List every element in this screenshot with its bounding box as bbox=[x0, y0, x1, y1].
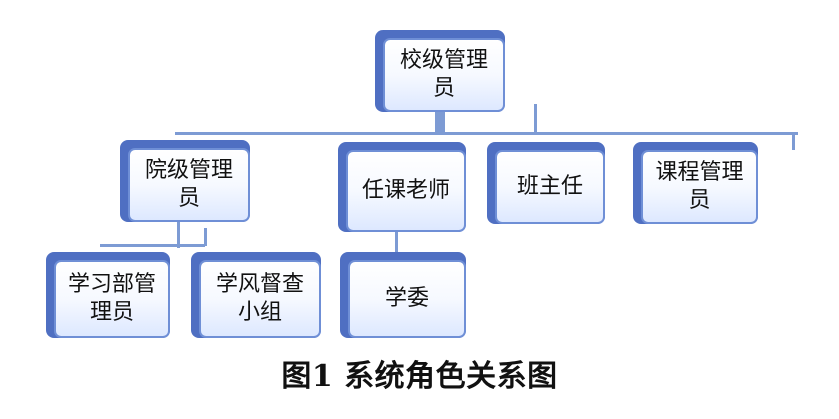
connector-end-right bbox=[792, 132, 795, 150]
connector-tick-right bbox=[534, 104, 537, 134]
node-school-admin-label: 校级管理员 bbox=[383, 38, 505, 112]
node-study-dept-admin: 学习部管理员 bbox=[46, 252, 170, 338]
connector-college-down bbox=[177, 218, 180, 248]
node-class-teacher-label: 班主任 bbox=[495, 150, 605, 224]
node-college-admin: 院级管理员 bbox=[120, 140, 250, 222]
figure-caption: 图1 系统角色关系图 bbox=[281, 359, 558, 394]
node-course-admin: 课程管理员 bbox=[633, 142, 758, 224]
connector-college-horizontal bbox=[100, 244, 205, 247]
node-study-committee: 学委 bbox=[340, 252, 466, 338]
connector-main-horizontal bbox=[175, 132, 798, 135]
node-class-teacher: 班主任 bbox=[487, 142, 605, 224]
node-school-admin: 校级管理员 bbox=[375, 30, 505, 112]
node-style-inspection-group: 学风督查小组 bbox=[191, 252, 321, 338]
node-study-dept-admin-label: 学习部管理员 bbox=[54, 260, 170, 338]
connector-teacher-down bbox=[395, 230, 398, 252]
node-style-inspection-group-label: 学风督查小组 bbox=[199, 260, 321, 338]
node-study-committee-label: 学委 bbox=[348, 260, 466, 338]
node-teacher-label: 任课老师 bbox=[346, 150, 466, 232]
node-course-admin-label: 课程管理员 bbox=[641, 150, 758, 224]
node-teacher: 任课老师 bbox=[338, 142, 466, 232]
node-college-admin-label: 院级管理员 bbox=[128, 148, 250, 222]
connector-root-down bbox=[435, 112, 445, 134]
connector-tick-college bbox=[204, 228, 207, 246]
